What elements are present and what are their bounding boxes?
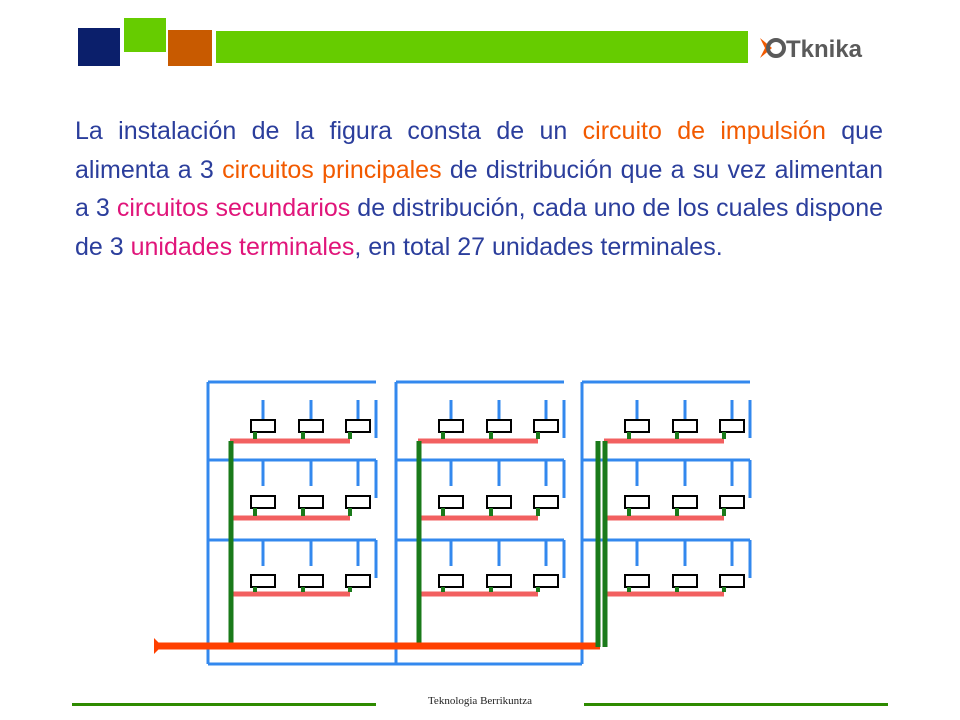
terminal-unit — [345, 495, 371, 509]
terminal-unit — [624, 574, 650, 588]
impulsion-inlet-arrow — [154, 638, 162, 654]
header-orange-square — [168, 30, 212, 66]
highlight-impulsion: circuito de impulsión — [582, 117, 826, 145]
header-green-bar — [216, 31, 748, 63]
terminal-unit — [298, 495, 324, 509]
terminal-unit — [298, 574, 324, 588]
header-green-square — [124, 18, 166, 52]
text-segment: de distribución, cada uno de los cuales … — [75, 194, 884, 261]
logo-text: Tknika — [786, 36, 863, 63]
footer-line-left — [72, 703, 376, 706]
text-segment: , en total 27 unidades terminales. — [354, 232, 723, 261]
terminal-unit — [533, 495, 559, 509]
footer-line-right — [584, 703, 888, 706]
terminal-unit — [672, 495, 698, 509]
terminal-unit — [250, 495, 276, 509]
terminal-unit — [438, 419, 464, 433]
terminal-unit — [719, 419, 745, 433]
terminal-unit — [533, 574, 559, 588]
terminal-unit — [250, 574, 276, 588]
terminal-unit — [533, 419, 559, 433]
terminal-unit — [486, 419, 512, 433]
terminal-unit — [250, 419, 276, 433]
description-paragraph: La instalación de la figura consta de un… — [75, 112, 883, 266]
terminal-unit — [672, 574, 698, 588]
terminal-unit — [719, 574, 745, 588]
header-navy-square — [78, 28, 120, 66]
terminal-unit — [624, 495, 650, 509]
terminal-unit — [345, 574, 371, 588]
terminal-unit — [719, 495, 745, 509]
terminal-unit — [345, 419, 371, 433]
text-segment: que alimenta a 3 — [75, 117, 883, 184]
highlight-principales: circuitos principales — [222, 155, 442, 184]
highlight-secundarios: circuitos secundarios — [116, 194, 351, 222]
terminal-unit — [438, 574, 464, 588]
highlight-terminales: unidades terminales — [130, 232, 355, 261]
text-segment: La instalación de la figura consta de un — [75, 117, 583, 145]
footer-text: Teknologia Berrikuntza — [427, 695, 532, 707]
terminal-unit — [438, 495, 464, 509]
terminal-unit — [486, 495, 512, 509]
text-segment: de distribución que a su vez alimentan a… — [75, 155, 884, 223]
terminal-unit — [672, 419, 698, 433]
logo-ring-icon — [766, 38, 786, 58]
terminal-unit — [624, 419, 650, 433]
terminal-unit — [298, 419, 324, 433]
terminal-unit — [486, 574, 512, 588]
tknika-logo: Tknika — [760, 36, 863, 63]
